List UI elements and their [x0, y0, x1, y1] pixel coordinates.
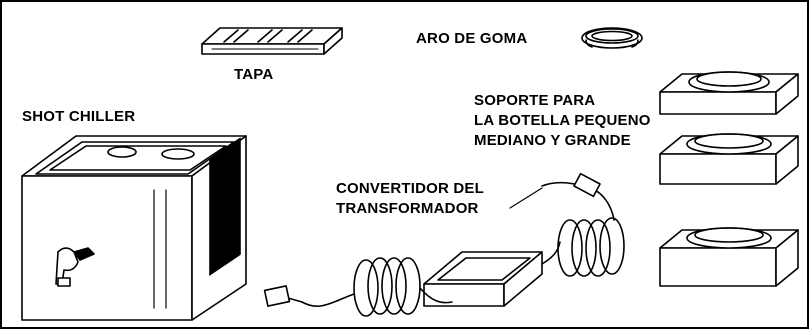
tapa-lid	[201, 27, 343, 55]
power-cord-left	[263, 257, 453, 317]
soporte-medium	[659, 133, 799, 185]
convertidor-leader	[509, 187, 543, 209]
label-convertidor-line-2: TRANSFORMADOR	[336, 200, 479, 217]
soporte-small	[659, 71, 799, 115]
label-soporte-line-3: MEDIANO Y GRANDE	[474, 132, 631, 149]
power-cord-right	[541, 172, 625, 277]
shot-chiller-unit	[21, 135, 247, 321]
label-shot-chiller: SHOT CHILLER	[22, 108, 136, 125]
label-tapa: TAPA	[234, 66, 274, 83]
label-convertidor-line-1: CONVERTIDOR DEL	[336, 180, 485, 197]
soporte-large	[659, 227, 799, 287]
label-soporte-line-1: SOPORTE PARA	[474, 92, 596, 109]
aro-de-goma-ring	[581, 27, 643, 49]
transformer-adapter	[423, 251, 543, 307]
label-soporte-line-2: LA BOTELLA PEQUENO	[474, 112, 651, 129]
label-aro-de-goma: ARO DE GOMA	[416, 30, 528, 47]
